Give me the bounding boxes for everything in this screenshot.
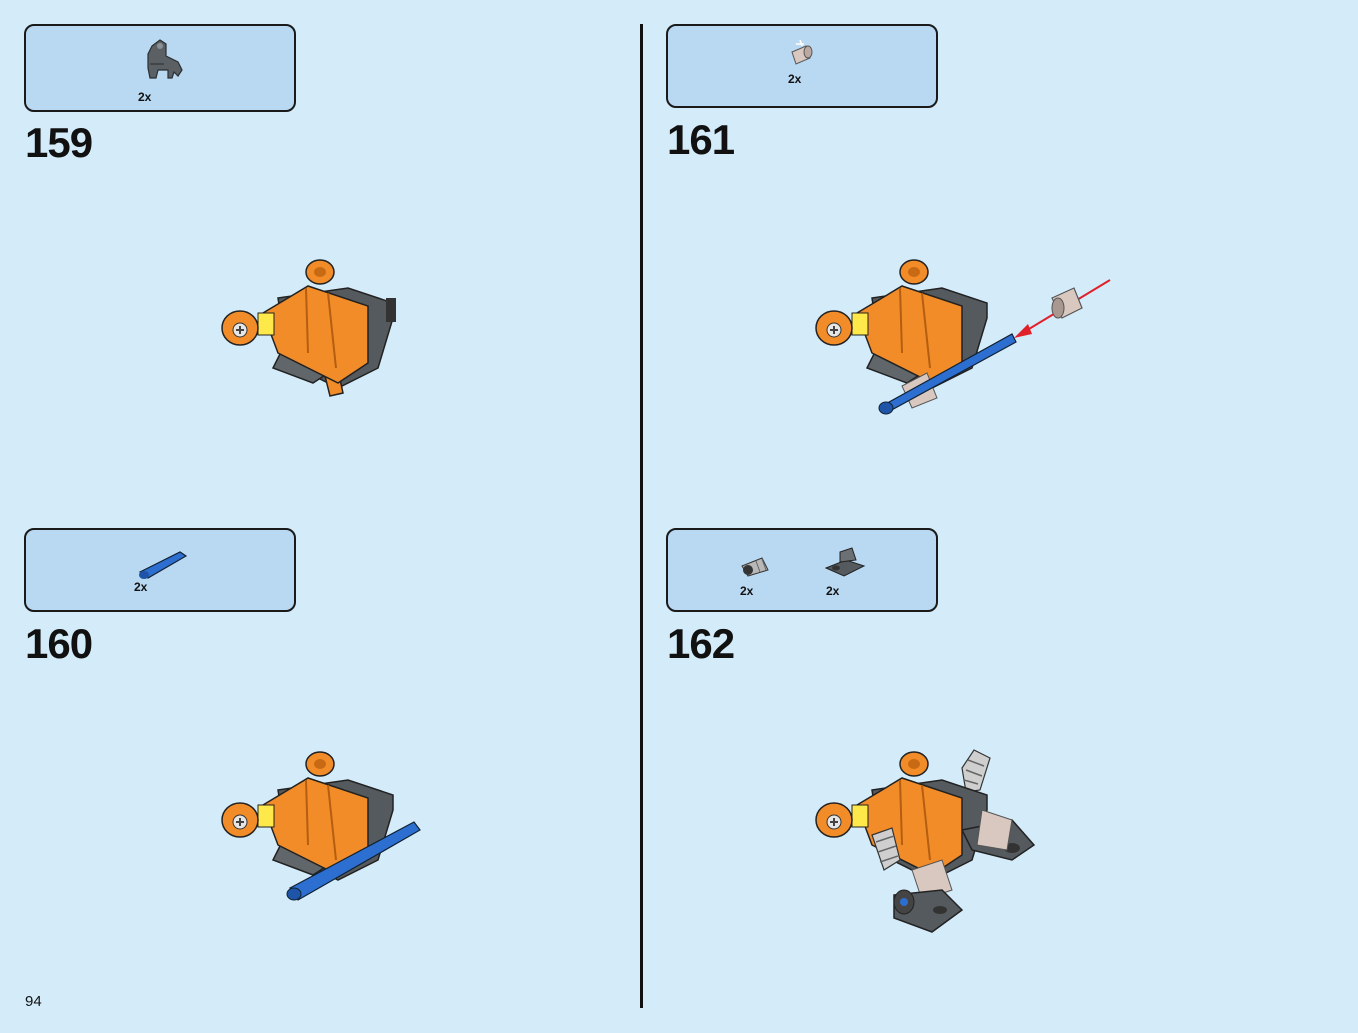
gray-bracket-part-icon xyxy=(147,39,183,79)
dark-plate-part-icon xyxy=(824,547,866,577)
page-divider xyxy=(640,24,643,1008)
step-159-number: 159 xyxy=(25,119,93,166)
tan-bush-part-icon xyxy=(791,39,813,65)
step-160-parts-box: 2x xyxy=(24,528,296,612)
step-161-part-qty: 2x xyxy=(788,72,802,86)
step-159-parts-box: 2x xyxy=(24,24,296,112)
step-162-part2-qty: 2x xyxy=(826,584,840,598)
step-160-part-qty: 2x xyxy=(134,580,148,594)
step-160-assembly-illustration xyxy=(221,751,421,901)
step-161-number: 161 xyxy=(667,116,735,163)
page-number: 94 xyxy=(25,993,42,1010)
step-159-part-qty: 2x xyxy=(138,90,152,104)
step-159-assembly-illustration xyxy=(221,259,396,397)
step-162-parts-box: 2x 2x xyxy=(666,528,938,612)
step-162-part1-qty: 2x xyxy=(740,584,754,598)
step-162-assembly-illustration xyxy=(815,749,1036,933)
blue-axle-pin-icon xyxy=(138,551,188,579)
gray-ball-joint-icon xyxy=(741,557,769,577)
step-162-number: 162 xyxy=(667,620,735,667)
step-161-assembly-illustration xyxy=(815,259,1111,415)
step-161-parts-box: 2x xyxy=(666,24,938,108)
step-160-number: 160 xyxy=(25,620,93,667)
